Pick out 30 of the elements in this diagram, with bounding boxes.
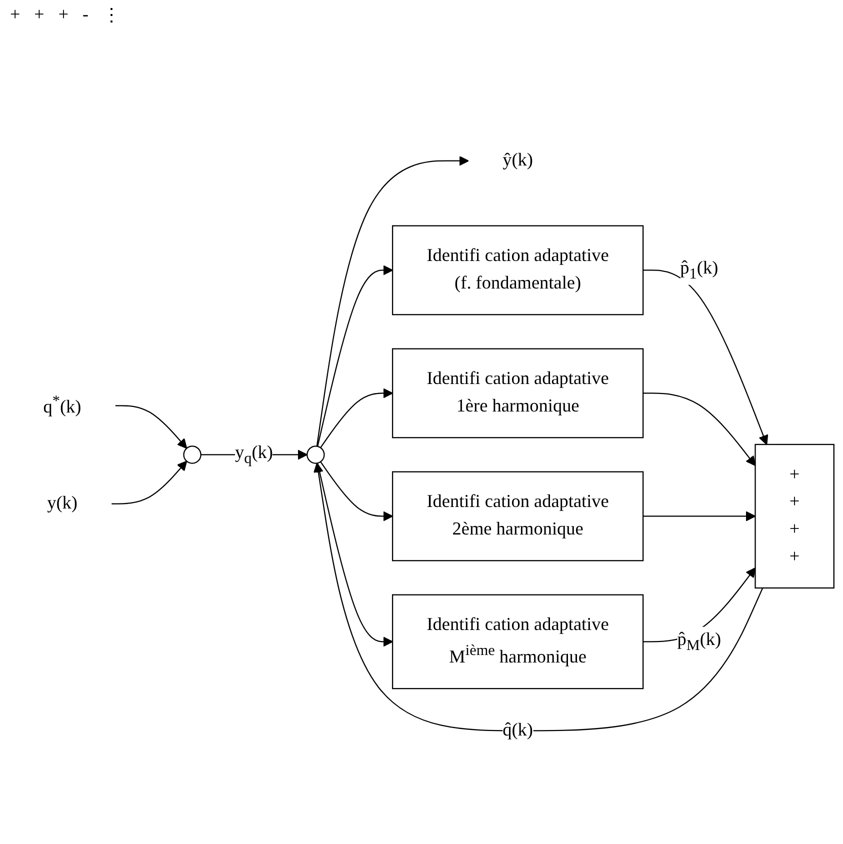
arrow — [112, 460, 188, 504]
arrow — [643, 269, 768, 445]
node-box: Identifi cation adaptative 2ème harmonique — [392, 470, 644, 561]
node-box: Identifi cation adaptative (f. fondamentale) — [392, 224, 644, 315]
arrow — [643, 392, 756, 466]
sign-label: + — [58, 4, 68, 26]
node-text: ŷ(k) — [502, 150, 533, 170]
sign-label: + — [34, 4, 44, 26]
edge-label: q̂(k) — [502, 720, 533, 740]
edge-label: p̂$_{1}$(k) — [680, 258, 718, 282]
arrow — [320, 388, 393, 448]
arrow — [320, 461, 393, 521]
node-box: + + + + — [754, 444, 834, 588]
arrow — [316, 156, 469, 446]
edge-label: y$_{q}$(k) — [235, 442, 273, 466]
node-text: y(k) — [47, 493, 78, 513]
node-circle — [183, 445, 202, 464]
sign-label: + — [10, 4, 20, 26]
arrow — [313, 462, 764, 732]
node-box: Identifi cation adaptative 1ère harmonique — [392, 348, 644, 438]
edge-label: p̂$_{M}$(k) — [677, 630, 722, 653]
node-text: q$^{*}$(k) — [43, 392, 82, 417]
arrow — [317, 264, 393, 446]
arrow — [115, 404, 188, 448]
arrow — [317, 462, 393, 646]
node-circle — [306, 445, 325, 464]
sign-label: - — [82, 4, 88, 26]
sign-label: ⋮ — [102, 4, 120, 26]
node-box: Identifi cation adaptative M$^{ième}$ harmonique — [392, 594, 644, 689]
arrow — [643, 510, 756, 521]
